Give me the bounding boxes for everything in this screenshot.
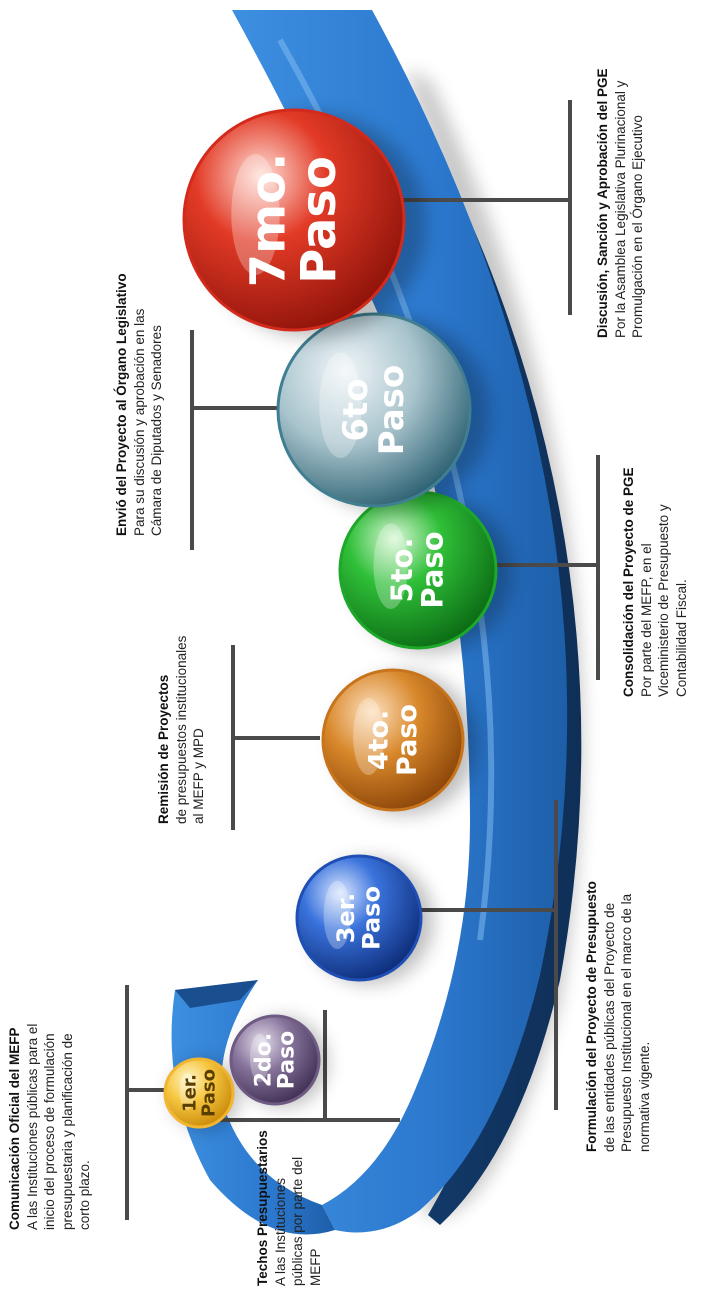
band-tail	[171, 980, 335, 1235]
annotation-step-1-line: corto plazo.	[77, 1160, 92, 1230]
step-ball-label: 2do.Paso	[252, 1031, 300, 1090]
annotation-step-3-line: de las entidades públicas del Proyecto d…	[601, 902, 617, 1152]
step-ball-highlight	[179, 1072, 195, 1111]
annotation-step-5-line: Viceministerio de Presupuesto y	[656, 504, 671, 697]
step-ball-highlight	[319, 352, 362, 459]
step-ball-4: 4to.Paso	[321, 668, 477, 815]
step-ball-label: 6toPaso	[336, 365, 412, 456]
step-number: 6to	[336, 378, 376, 441]
step-ball-7: 7mo.Paso	[182, 108, 426, 338]
annotation-step-1-line: A las Instituciones públicas para el	[24, 1023, 40, 1230]
step-balls: 1er.Paso2do.Paso3er.Paso4to.Paso5to.Paso…	[163, 108, 512, 1130]
annotation-step-6-line: Cámara de Diputados y Senadores	[149, 325, 164, 536]
step-ball-sphere	[321, 668, 465, 812]
annotation-step-7-title: Discusión, Sanción y Aprobación del PGE	[595, 68, 610, 338]
step-word: Paso	[357, 886, 385, 950]
step-word: Paso	[392, 704, 423, 776]
step-ball-sphere	[182, 108, 406, 332]
step-word: Paso	[416, 531, 450, 608]
step-ball-highlight	[231, 154, 280, 275]
annotation-step-4: Remisión de Proyectos de presupuestos in…	[155, 636, 208, 824]
annotation-step-3-line: normativa vigente.	[636, 1041, 652, 1152]
step-ball-label: 4to.Paso	[364, 704, 423, 776]
step-number: 3er.	[332, 893, 360, 944]
annotation-step-1-title: Comunicación Oficial del MEFP	[7, 1027, 22, 1230]
step-ball-highlight	[353, 698, 384, 775]
step-ball-highlight	[323, 880, 351, 950]
annotation-step-2-line: públicas por parte del	[290, 1156, 305, 1286]
step-number: 4to.	[364, 710, 395, 771]
annotation-step-6: Envió del Proyecto al Órgano Legislativo…	[113, 273, 166, 536]
step-ball-5: 5to.Paso	[338, 490, 512, 654]
annotation-step-4-line: de presupuestos institucionales	[173, 635, 189, 824]
annotation-step-3-title: Formulación del Proyecto de Presupuesto	[584, 881, 599, 1152]
step-ball-label: 3er.Paso	[332, 886, 385, 950]
annotation-step-1-line: inicio del proceso de formulación	[42, 1033, 57, 1230]
step-ball-sphere	[295, 854, 423, 982]
step-word: Paso	[198, 1069, 219, 1117]
annotation-step-2: Techos Presupuestarios A las Institucion…	[254, 1130, 324, 1286]
annotation-step-2-title: Techos Presupuestarios	[255, 1130, 270, 1286]
step-ball-3: 3er.Paso	[295, 854, 434, 985]
annotation-step-3: Formulación del Proyecto de Presupuesto …	[583, 881, 653, 1152]
step-ball-label: 1er.Paso	[179, 1069, 219, 1117]
annotation-step-4-title: Remisión de Proyectos	[156, 674, 171, 824]
annotation-step-1: Comunicación Oficial del MEFP A las Inst…	[6, 1024, 94, 1230]
step-ball-label: 5to.Paso	[385, 531, 449, 608]
step-number: 2do.	[252, 1033, 277, 1088]
annotation-step-5: Consolidación del Proyecto de PGE Por pa…	[620, 467, 690, 697]
step-ball-sphere	[163, 1057, 235, 1129]
annotation-step-7-line: Por la Asamblea Legislativa Plurinaciona…	[612, 80, 628, 338]
step-ball-1: 1er.Paso	[163, 1057, 240, 1130]
annotation-step-2-line: A las Instituciones	[272, 1177, 288, 1286]
annotation-step-3-line: Presupuesto Institucional en el marco de…	[619, 893, 634, 1152]
annotation-step-5-line: Contabilidad Fiscal.	[673, 579, 689, 697]
step-word: Paso	[275, 1031, 300, 1090]
step-word: Paso	[372, 365, 412, 456]
step-number: 5to.	[385, 538, 419, 603]
step-ball-highlight	[249, 1033, 270, 1083]
step-number: 7mo.	[240, 153, 296, 288]
annotation-step-7: Discusión, Sanción y Aprobación del PGE …	[594, 68, 647, 338]
step-word: Paso	[291, 156, 347, 284]
step-ball-label: 7mo.Paso	[240, 153, 346, 288]
annotation-step-6-line: Para su discusión y aprobación en las	[131, 308, 147, 536]
step-ball-2: 2do.Paso	[229, 1014, 328, 1108]
step-ball-6: 6toPaso	[276, 312, 490, 513]
annotation-step-5-line: Por parte del MEFP, en el	[638, 543, 654, 697]
annotation-step-2-line: MEFP	[307, 1248, 323, 1286]
annotation-step-5-title: Consolidación del Proyecto de PGE	[621, 467, 636, 697]
step-ball-highlight	[373, 523, 408, 609]
annotation-step-6-title: Envió del Proyecto al Órgano Legislativo	[114, 273, 129, 536]
annotation-step-1-line: presupuestaria y planificación de	[59, 1033, 75, 1230]
annotation-step-4-line: al MEFP y MPD	[191, 728, 206, 824]
annotation-step-7-line: Promulgación en el Órgano Ejecutivo	[630, 115, 645, 338]
band-tail-edge	[175, 980, 258, 1008]
step-ball-sphere	[229, 1014, 321, 1106]
step-number: 1er.	[179, 1074, 200, 1112]
